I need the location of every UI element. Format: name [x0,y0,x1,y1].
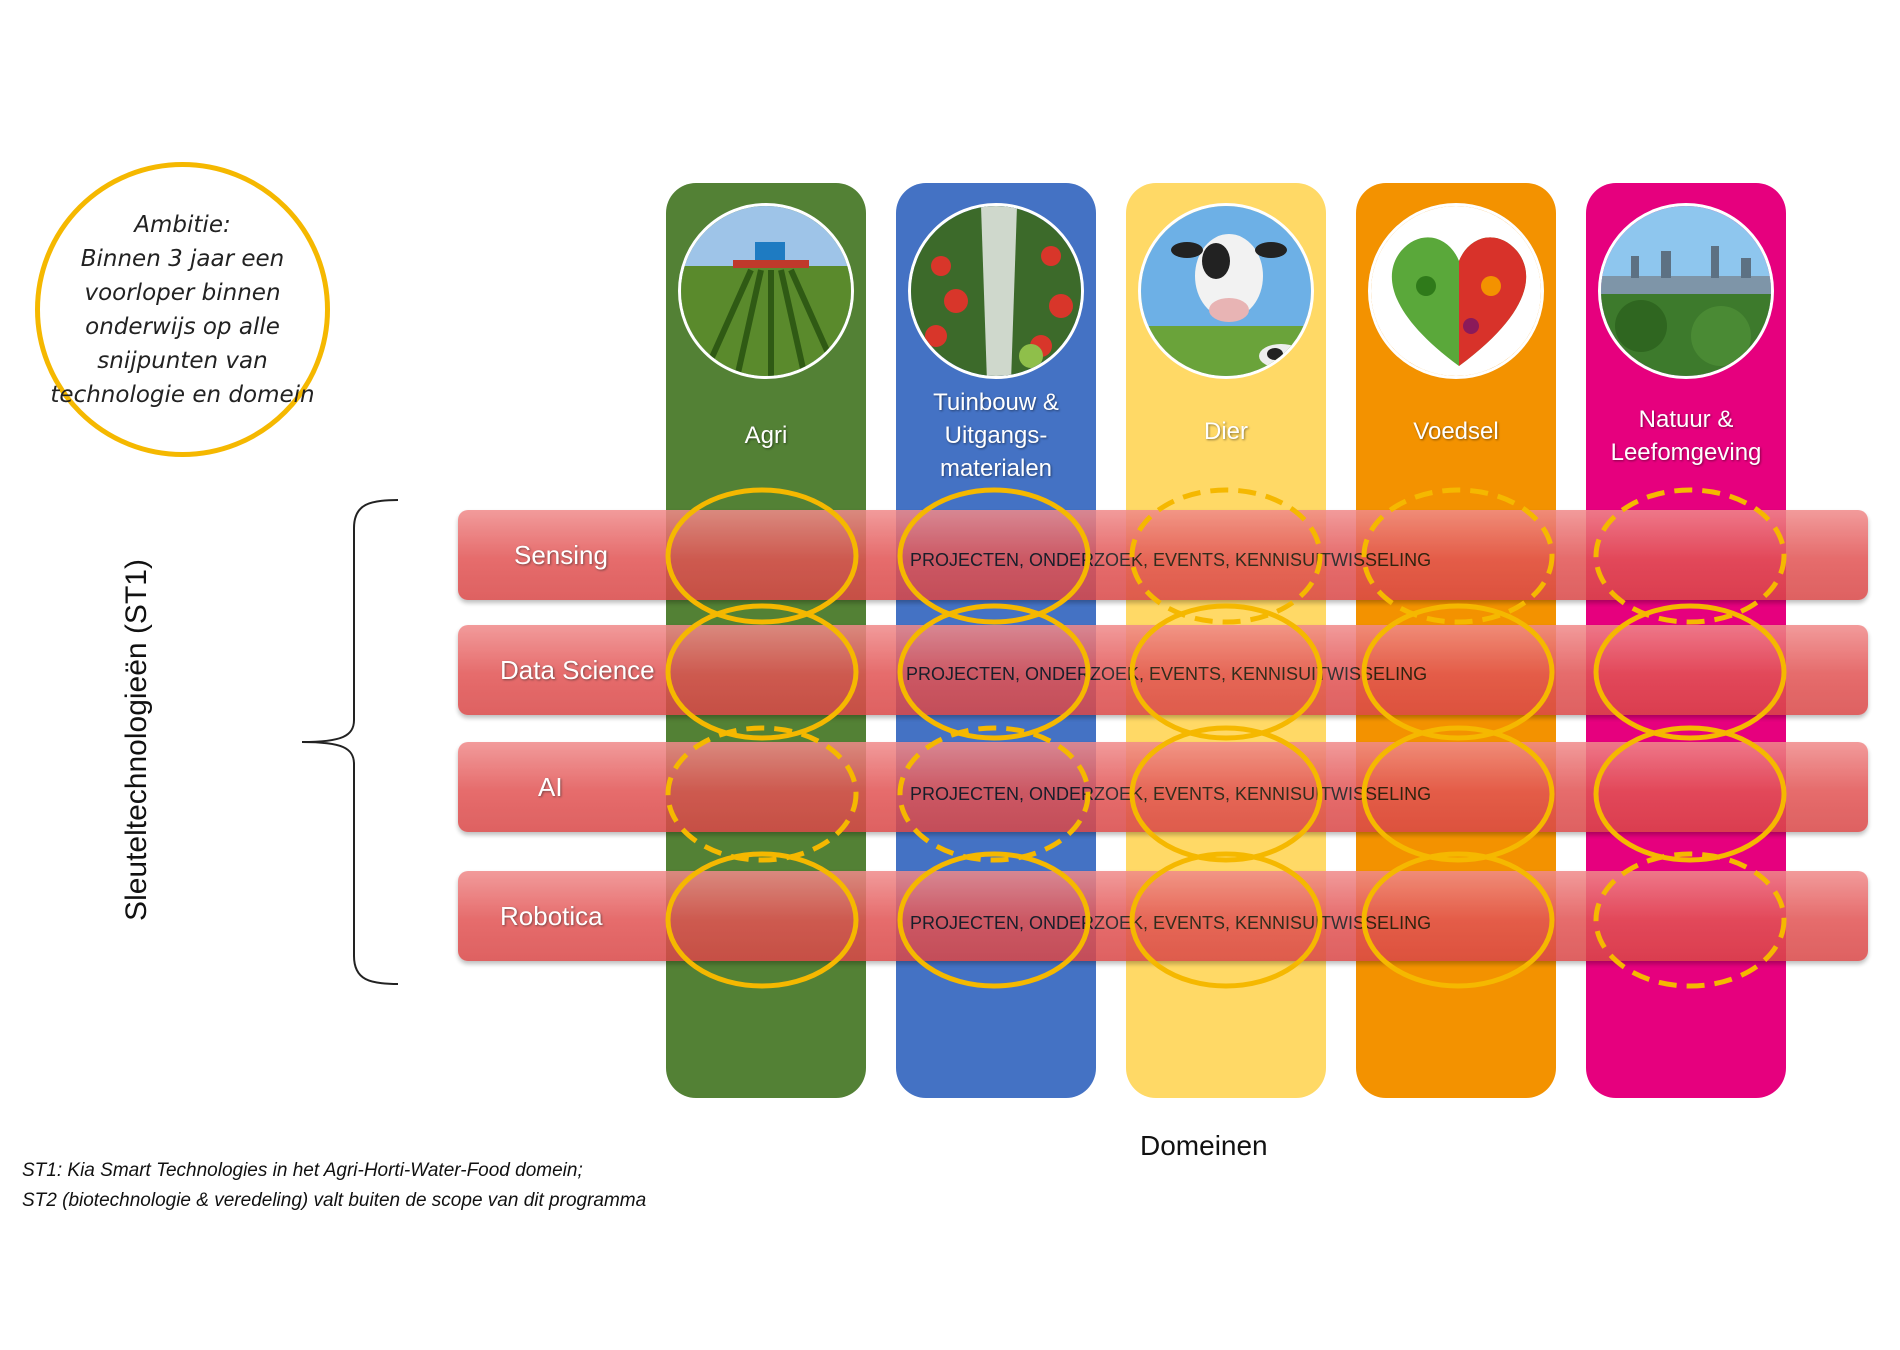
technology-row-sensing: Sensing PROJECTEN, ONDERZOEK, EVENTS, KE… [458,510,1868,600]
technology-label: Data Science [500,655,655,685]
activity-text: PROJECTEN, ONDERZOEK, EVENTS, KENNISUITW… [906,664,1428,684]
city-park-photo [1598,203,1774,379]
technology-row-data-science: Data Science PROJECTEN, ONDERZOEK, EVENT… [458,625,1868,715]
tractor-field-photo [678,203,854,379]
technology-label: Robotica [500,901,603,931]
technology-label: AI [538,772,563,802]
activity-text: PROJECTEN, ONDERZOEK, EVENTS, KENNISUITW… [910,784,1432,804]
footnote: ST2 (biotechnologie & veredeling) valt b… [22,1190,647,1211]
activity-text: PROJECTEN, ONDERZOEK, EVENTS, KENNISUITW… [910,550,1432,570]
technology-row-ai: AI PROJECTEN, ONDERZOEK, EVENTS, KENNISU… [458,742,1868,832]
domains-axis-label: Domeinen [1140,1130,1268,1161]
vertical-axis-label: Sleuteltechnologieën (ST1) [120,559,153,921]
greenhouse-tomato-photo [908,203,1084,379]
cow-photo [1138,203,1314,379]
fruit-vegetable-heart-photo [1368,203,1544,379]
ambition-text: Ambitie: Binnen 3 jaar een voorloper bin… [50,211,315,408]
ambition-circle: Ambitie: Binnen 3 jaar een voorloper bin… [35,162,330,457]
footnote: ST1: Kia Smart Technologies in het Agri-… [22,1160,583,1181]
domain-label: Tuinbouw & Uitgangs- materialen [933,389,1059,482]
activity-text: PROJECTEN, ONDERZOEK, EVENTS, KENNISUITW… [910,913,1432,933]
technology-row-robotica: Robotica PROJECTEN, ONDERZOEK, EVENTS, K… [458,871,1868,961]
domain-label: Agri [744,422,788,449]
brace-icon [301,499,399,985]
domain-label: Dier [1203,418,1248,445]
domain-label: Natuur & Leefomgeving [1610,406,1762,466]
technology-label: Sensing [514,540,608,570]
domain-label: Voedsel [1413,418,1499,445]
